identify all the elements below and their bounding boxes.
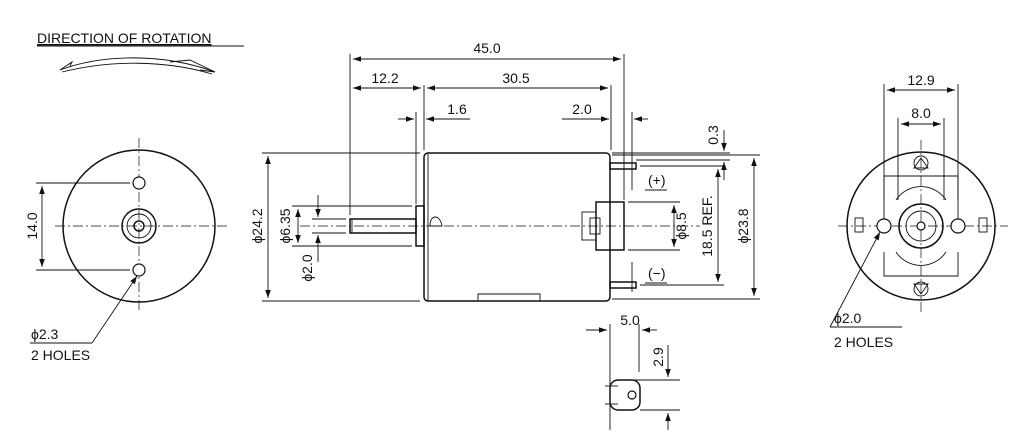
- front-shaft: [133, 220, 145, 232]
- dim-boss-dia: ϕ6.35: [277, 208, 293, 243]
- rear-hole-callout-count: 2 HOLES: [834, 334, 893, 350]
- dim-overall-length: 45.0: [473, 40, 500, 56]
- dim-shaft-length: 12.2: [371, 70, 398, 86]
- front-hole-callout-dia: ϕ2.3: [31, 326, 59, 342]
- front-mount-hole-top: [132, 176, 146, 190]
- polarity-minus-label: (−): [648, 265, 666, 281]
- rotation-title: DIRECTION OF ROTATION: [37, 30, 211, 46]
- dim-terminal-gap: 0.3: [705, 125, 721, 145]
- dim-terminal-height: 2.9: [650, 347, 666, 367]
- dim-boss-length: 1.6: [447, 101, 467, 117]
- dim-terminal-span: 18.5 REF.: [699, 195, 715, 256]
- rear-boss: [898, 203, 944, 249]
- terminal-minus: [609, 281, 637, 289]
- dim-front-hole-spacing: 14.0: [24, 212, 40, 239]
- rear-mount-hole-right: [950, 218, 966, 234]
- dim-terminal-width: 5.0: [620, 312, 640, 328]
- side-view: 45.0 12.2 30.5 1.6 2.0 0.3 ϕ24.2 ϕ6.35: [249, 40, 760, 302]
- dim-end-cap-dia: ϕ23.8: [735, 208, 751, 243]
- rear-mount-hole-left: [876, 218, 892, 234]
- polarity-plus-label: (+): [648, 172, 666, 188]
- dim-body-length: 30.5: [502, 70, 529, 86]
- front-boss: [121, 208, 157, 244]
- dim-shaft-dia: ϕ2.0: [299, 254, 315, 282]
- rear-view: 12.9 8.0 ϕ2.0 2 HOLES: [829, 72, 1008, 350]
- rear-boss-inner: [905, 210, 937, 242]
- dim-terminal-offset: 2.0: [572, 101, 592, 117]
- front-mount-hole-bottom: [132, 263, 146, 277]
- dim-rear-outer: 12.9: [907, 72, 934, 88]
- dim-rear-inner: 8.0: [911, 105, 931, 121]
- dim-body-dia: ϕ24.2: [249, 208, 265, 243]
- front-boss-inner: [126, 213, 152, 239]
- dim-rear-boss-dia: ϕ8.5: [673, 212, 689, 240]
- terminal-detail: 5.0 2.9: [586, 312, 680, 430]
- rear-hole-callout-dia: ϕ2.0: [834, 310, 862, 326]
- front-hole-callout-count: 2 HOLES: [31, 347, 90, 363]
- rotation-arrow-icon: [59, 57, 216, 75]
- front-view: 14.0 ϕ2.3 2 HOLES: [24, 138, 230, 363]
- front-body-outline: [62, 149, 216, 303]
- terminal-plus: [609, 162, 637, 170]
